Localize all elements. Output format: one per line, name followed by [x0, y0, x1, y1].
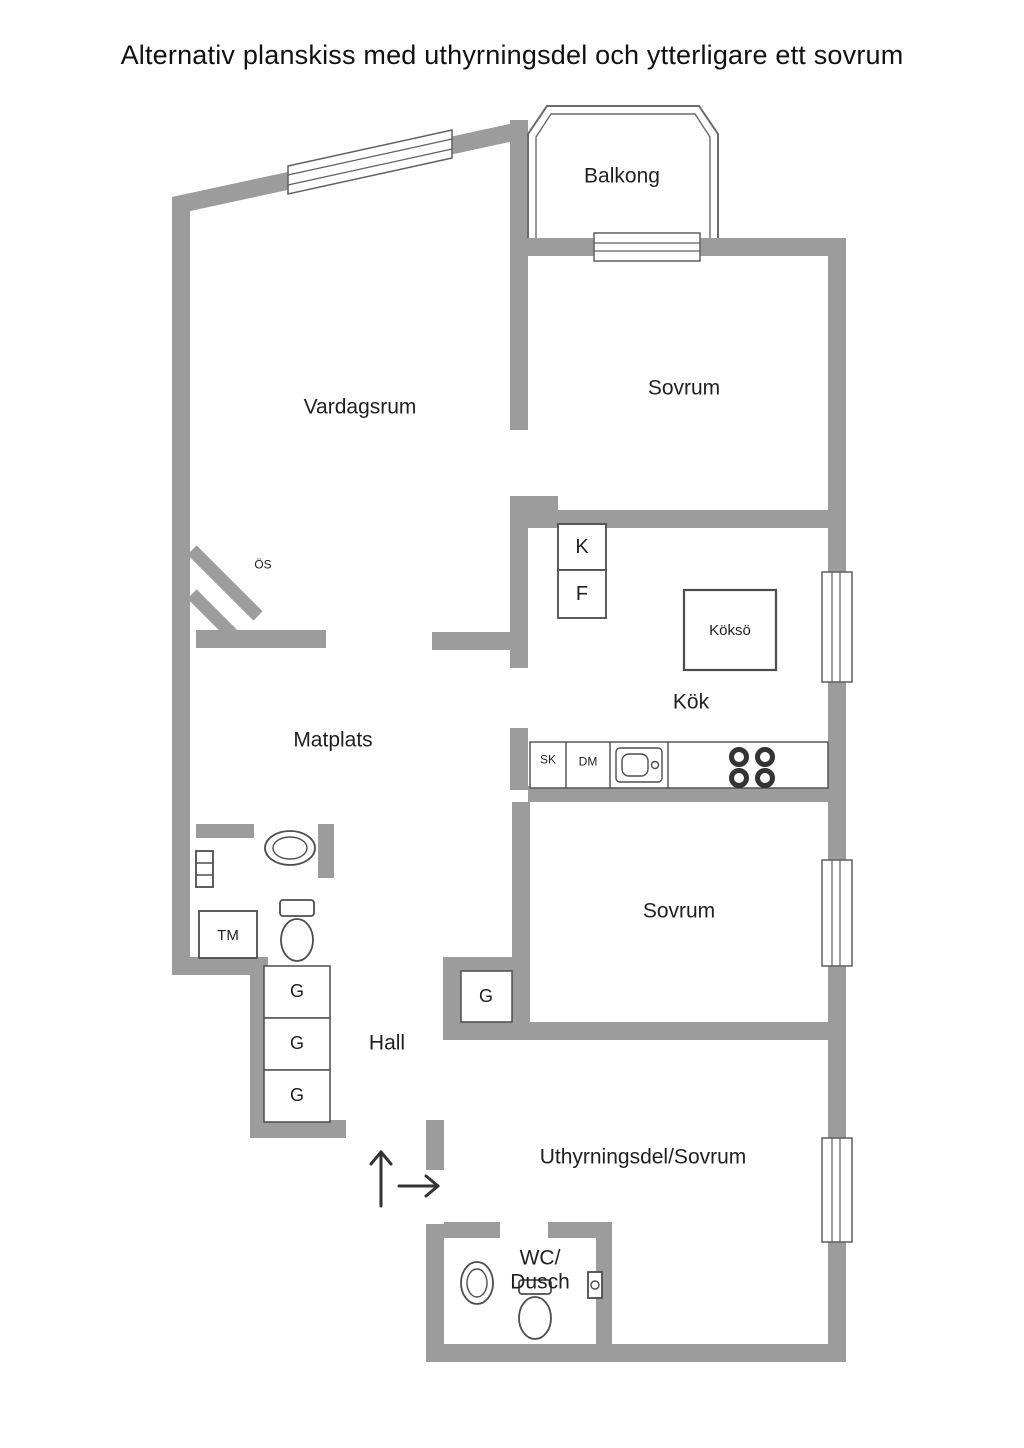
room-label-kok: Kök [672, 690, 710, 714]
wc-toilet-icon [518, 1279, 552, 1340]
shower-mixer-icon [587, 1271, 603, 1299]
label-tvattmaskin: TM [217, 926, 239, 944]
room-label-matplats: Matplats [293, 728, 373, 752]
label-garderob-3: G [289, 1085, 305, 1106]
wc-sink-icon [460, 1261, 494, 1305]
label-diskmaskin: DM [578, 754, 598, 769]
window-icon-sovrum [821, 859, 853, 967]
label-garderob-1: G [289, 981, 305, 1002]
freezer-box [557, 569, 607, 619]
washing-machine-box [198, 910, 258, 959]
room-label-vardagsrum: Vardagsrum [303, 395, 417, 419]
room-label-wc-line1: WC/ [519, 1246, 561, 1270]
window-icon-kitchen [821, 571, 853, 683]
kitchen-sink-icon [615, 747, 663, 783]
wardrobe-boxes [263, 965, 513, 1123]
walls [172, 120, 846, 1362]
fireplace-icon [187, 545, 263, 645]
label-skafferi: SK [539, 752, 557, 767]
label-oppen-spis: ÖS [254, 557, 272, 572]
toilet-icon [279, 899, 315, 962]
plan-title: Alternativ planskiss med uthyrningsdel o… [120, 40, 904, 70]
entry-arrow-icon [369, 1150, 440, 1208]
label-garderob-hall: G [478, 986, 494, 1007]
bathroom-sink-icon [264, 830, 316, 866]
room-label-hall: Hall [368, 1031, 406, 1055]
fridge-box [557, 523, 607, 571]
kitchen-counter [529, 741, 829, 789]
windows [287, 129, 853, 1243]
window-icon-diagonal [287, 129, 453, 195]
label-garderob-2: G [289, 1033, 305, 1054]
kitchen-island [682, 588, 778, 672]
room-label-sovrum-mid: Sovrum [642, 899, 716, 923]
label-kokso: Köksö [709, 621, 751, 639]
room-label-balkong: Balkong [584, 164, 660, 188]
room-label-uthyrningsdel: Uthyrningsdel/Sovrum [539, 1145, 747, 1169]
window-icon-balcony [593, 232, 701, 262]
window-icon-uthyrningsdel [821, 1137, 853, 1243]
label-kyl: K [575, 536, 589, 558]
radiator-icon [195, 850, 214, 888]
room-label-sovrum-top: Sovrum [647, 376, 721, 400]
balcony-outline [527, 105, 719, 238]
label-frys: F [575, 583, 589, 605]
room-label-wc-line2: Dusch [510, 1270, 570, 1294]
stove-icon [729, 747, 775, 788]
